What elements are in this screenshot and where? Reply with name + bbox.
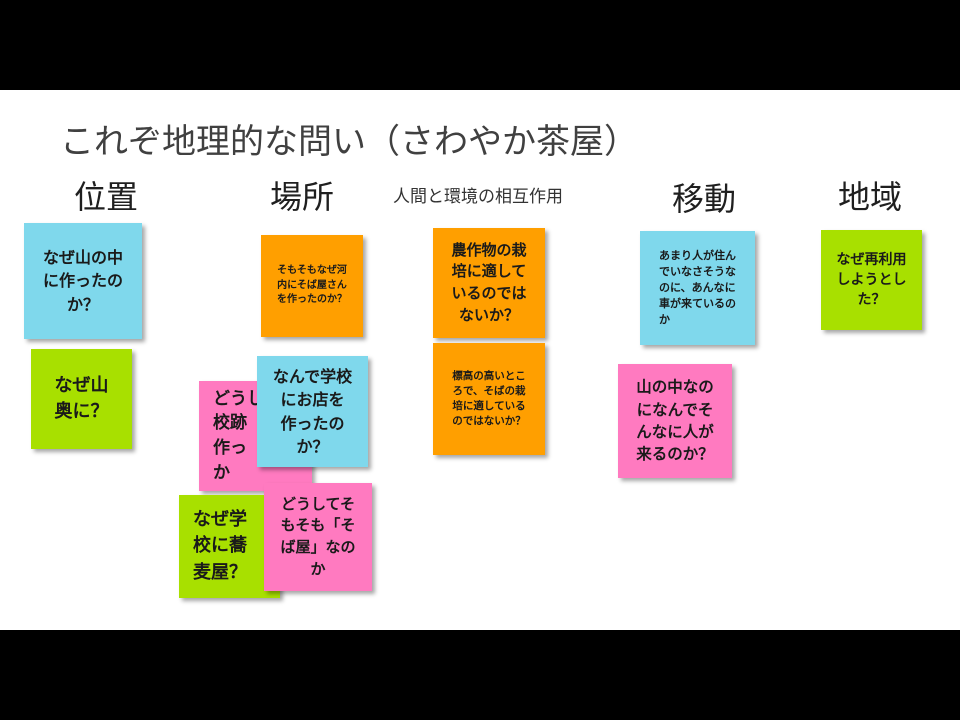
category-ido: 移動 — [672, 180, 737, 218]
sticky-note: 山の中なの になんでそ んなに人が 来るのか？ — [618, 364, 732, 478]
sticky-note: なぜ山の中 に作ったの か？ — [24, 223, 142, 339]
sticky-note: 農作物の栽 培に適して いるのでは ないか？ — [433, 228, 545, 338]
sticky-note: なぜ山 奥に？ — [31, 349, 132, 449]
category-chiiki: 地域 — [838, 178, 903, 216]
sticky-note: なぜ再利用 しようとし た？ — [821, 230, 922, 330]
category-basho: 場所 — [270, 178, 335, 216]
sticky-note: なぜ学 校に蕎 麦屋？ — [179, 495, 280, 598]
slide-title: これぞ地理的な問い（さわやか茶屋） — [60, 122, 638, 162]
sticky-note: あまり人が住ん でいなさそうな のに、あんなに 車が来ているの か — [640, 231, 755, 345]
sticky-note: どうしてそ もそも「そ ば屋」なの か — [264, 483, 372, 591]
sticky-note: 標高の高いとこ ろで、そばの栽 培に適している のではないか？ — [433, 343, 545, 455]
category-interaction: 人間と環境の相互作用 — [393, 187, 563, 207]
sticky-note: そもそもなぜ河 内にそば屋さん を作ったのか？ — [261, 235, 363, 337]
slide: これぞ地理的な問い（さわやか茶屋） 位置 場所 人間と環境の相互作用 移動 地域… — [0, 90, 960, 630]
category-ichi: 位置 — [74, 178, 139, 216]
sticky-note: なんで学校 にお店を 作ったの か？ — [257, 356, 368, 467]
